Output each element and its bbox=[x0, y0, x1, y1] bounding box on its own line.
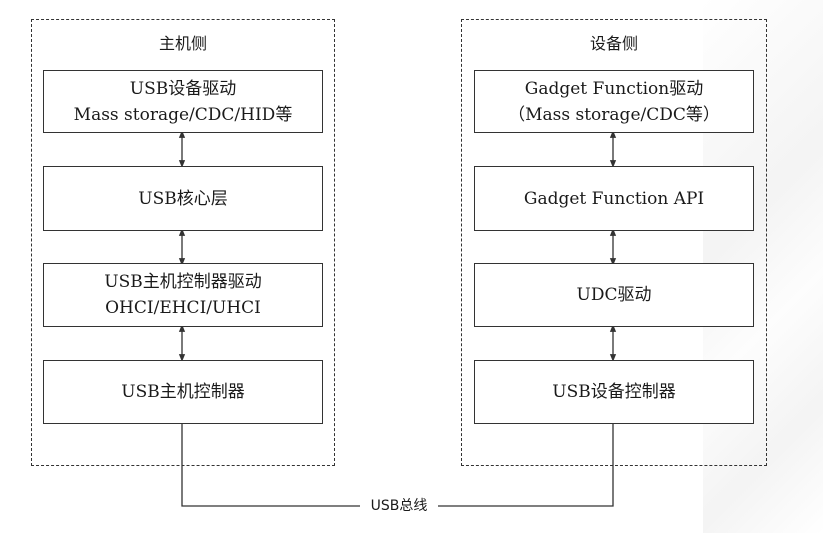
host-usb-device-driver-subtitle: Mass storage/CDC/HID等 bbox=[73, 104, 293, 125]
host-controller-driver-box: USB主机控制器驱动 OHCI/EHCI/UHCI bbox=[43, 263, 323, 327]
device-gadget-function-driver-subtitle: （Mass storage/CDC等） bbox=[508, 104, 720, 125]
device-gadget-function-api-box: Gadget Function API bbox=[474, 166, 754, 231]
host-usb-device-driver-title: USB设备驱动 bbox=[129, 78, 237, 99]
device-controller-box: USB设备控制器 bbox=[474, 360, 754, 424]
device-side-title: 设备侧 bbox=[589, 34, 638, 53]
device-udc-driver-title: UDC驱动 bbox=[576, 285, 652, 305]
host-side-title: 主机侧 bbox=[158, 34, 207, 53]
host-usb-core-box: USB核心层 bbox=[43, 166, 323, 231]
host-controller-title: USB主机控制器 bbox=[121, 382, 245, 402]
host-controller-driver-subtitle: OHCI/EHCI/UHCI bbox=[105, 298, 261, 318]
device-udc-driver-box: UDC驱动 bbox=[474, 263, 754, 327]
host-usb-device-driver-box: USB设备驱动 Mass storage/CDC/HID等 bbox=[43, 70, 323, 133]
device-controller-title: USB设备控制器 bbox=[552, 382, 676, 402]
host-controller-driver-title: USB主机控制器驱动 bbox=[104, 272, 262, 292]
host-usb-core-title: USB核心层 bbox=[138, 188, 228, 209]
usb-bus-label: USB总线 bbox=[360, 497, 438, 515]
device-gadget-function-driver-title: Gadget Function驱动 bbox=[524, 78, 704, 99]
device-gadget-function-api-title: Gadget Function API bbox=[523, 188, 705, 209]
device-gadget-function-driver-box: Gadget Function驱动 （Mass storage/CDC等） bbox=[474, 70, 754, 133]
host-controller-box: USB主机控制器 bbox=[43, 360, 323, 424]
device-side-container: 设备侧 bbox=[461, 19, 767, 466]
